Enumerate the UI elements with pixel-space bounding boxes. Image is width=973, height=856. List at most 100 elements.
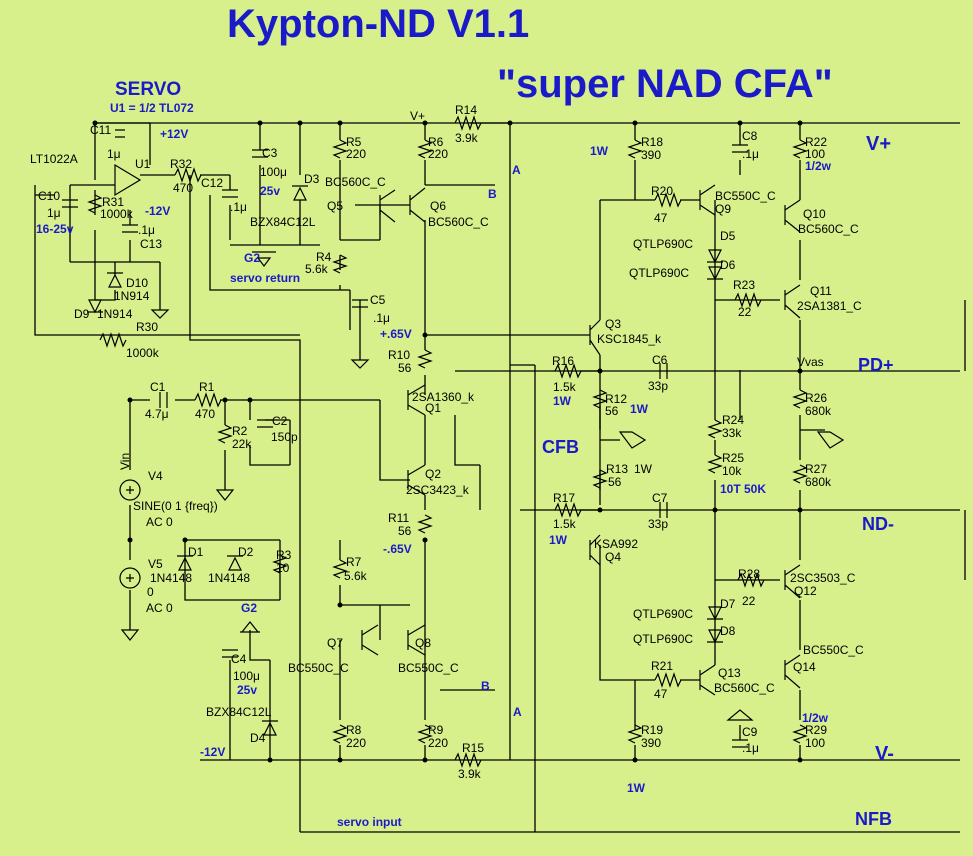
label-c12: C12 (201, 176, 223, 190)
label-c4: C4 (231, 652, 247, 666)
label-r30: R30 (136, 320, 158, 334)
label-r15v: 3.9k (458, 767, 482, 781)
label-c8v: .1μ (742, 147, 759, 161)
label-d2v: 1N4148 (208, 571, 250, 585)
label-q1: Q1 (425, 401, 441, 415)
label-q7t: BC550C_C (288, 661, 349, 675)
label-c3: C3 (262, 146, 278, 160)
label-q8: Q8 (415, 636, 431, 650)
label-r31v: 1000k (100, 207, 134, 221)
label-r17: R17 (553, 491, 575, 505)
label-r11: R11 (388, 511, 409, 525)
label-r24v: 33k (722, 426, 742, 440)
label-c9v: .1μ (742, 741, 759, 755)
label-c4r: 25v (237, 683, 257, 697)
label-c4v: 100μ (233, 669, 260, 683)
label-q7: Q7 (327, 636, 343, 650)
label-q4t: KSA992 (594, 537, 638, 551)
label-c5v: .1μ (373, 311, 390, 325)
label-qtlp4: QTLP690C (633, 632, 693, 646)
label-d9v: 1N914 (97, 307, 133, 321)
net-servo-return: servo return (230, 271, 300, 285)
label-v5: V5 (148, 557, 163, 571)
label-r3: R3 (276, 548, 292, 562)
opamp-u1 (114, 163, 142, 197)
net-b2: B (481, 679, 490, 693)
junctions (92, 120, 803, 763)
label-v5-ac: AC 0 (146, 601, 173, 615)
label-r5v: 220 (346, 147, 366, 161)
rail-minus12-a: -12V (145, 204, 170, 218)
label-r13v: 56 (608, 475, 622, 489)
label-r22v: 100 (805, 147, 825, 161)
servo-note: U1 = 1/2 TL072 (110, 101, 194, 115)
label-r6v: 220 (428, 147, 448, 161)
label-d3: D3 (304, 172, 320, 186)
label-r22r: 1/2w (805, 159, 832, 173)
label-c12v: .1μ (230, 200, 247, 214)
label-r14v: 3.9k (455, 131, 479, 145)
net-servo-input: servo input (337, 815, 402, 829)
label-r20v: 47 (654, 211, 668, 225)
label-r20: R20 (651, 184, 673, 198)
label-r28v: 22 (742, 594, 756, 608)
label-r26v: 680k (805, 404, 832, 418)
label-w1a: 1W (590, 144, 609, 158)
rail-plus12: +12V (160, 127, 188, 141)
capacitors (62, 129, 748, 748)
net-a1: A (512, 163, 521, 177)
label-r31: R31 (102, 195, 124, 209)
label-r27v: 680k (805, 475, 832, 489)
label-c2v: 150p (271, 430, 298, 444)
label-r4v: 5.6k (305, 262, 329, 276)
label-c10v: 1μ (47, 206, 61, 220)
label-d2: D2 (238, 545, 254, 559)
label-r30v: 1000k (126, 346, 160, 360)
label-r29r: 1/2w (802, 711, 829, 725)
net-g2a: G2 (244, 251, 260, 265)
net-nd-minus: ND- (862, 514, 894, 534)
label-q3t: KSC1845_k (597, 332, 662, 346)
label-c13: C13 (140, 237, 162, 251)
net-vvas: Vvas (797, 355, 824, 369)
label-d1v: 1N4148 (150, 571, 192, 585)
label-c9: C9 (742, 725, 758, 739)
net-vm065: -.65V (383, 542, 412, 556)
label-bzx2: BZX84C12L (206, 705, 272, 719)
label-r16v: 1.5k (553, 380, 577, 394)
label-r13r: 1W (634, 462, 653, 476)
label-c3v: 100μ (260, 165, 287, 179)
label-d10: D10 (126, 276, 148, 290)
rail-minus12-b: -12V (200, 745, 225, 759)
label-d7: D7 (720, 597, 736, 611)
label-r26: R26 (805, 391, 827, 405)
label-d6: D6 (720, 258, 736, 272)
net-nfb: NFB (855, 809, 892, 829)
label-r17r: 1W (549, 533, 568, 547)
label-d10v: 1N914 (114, 289, 150, 303)
label-q13: Q13 (718, 666, 741, 680)
label-q14t: BC550C_C (803, 643, 864, 657)
label-q11: Q11 (810, 284, 832, 298)
label-q10: Q10 (803, 207, 826, 221)
label-r16r: 1W (553, 394, 572, 408)
net-a2: A (513, 705, 522, 719)
label-c3r: 25v (260, 184, 280, 198)
label-v4-ac: AC 0 (146, 515, 173, 529)
label-q6t: BC560C_C (428, 215, 489, 229)
label-r5: R5 (346, 135, 362, 149)
label-c10r: 16-25v (36, 222, 74, 236)
label-r7: R7 (346, 555, 362, 569)
rail-vplus-small: V+ (410, 109, 425, 123)
label-r2v: 22k (232, 437, 252, 451)
label-r10v: 56 (398, 361, 412, 375)
label-r18: R18 (641, 135, 663, 149)
label-r10: R10 (388, 348, 410, 362)
label-q6: Q6 (430, 199, 446, 213)
label-r9v: 220 (428, 736, 448, 750)
label-r9: R9 (428, 723, 444, 737)
label-q9t: BC550C_C (715, 189, 776, 203)
label-c13v: .1μ (138, 223, 155, 237)
label-r4: R4 (316, 250, 332, 264)
